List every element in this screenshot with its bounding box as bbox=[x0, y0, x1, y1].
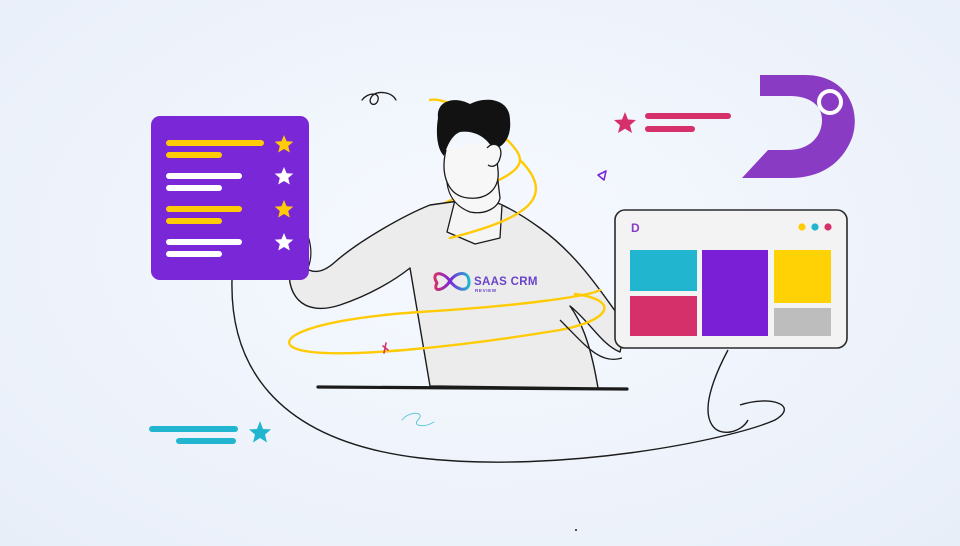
dot-decoration bbox=[575, 529, 577, 531]
swirl-front bbox=[288, 158, 606, 355]
window-dot-pink[interactable] bbox=[824, 223, 832, 231]
rating-row-1 bbox=[166, 140, 264, 158]
tile-cyan bbox=[630, 250, 697, 291]
pink-line-1 bbox=[645, 113, 731, 119]
star-icon bbox=[614, 112, 636, 133]
star-icon bbox=[274, 200, 294, 218]
window-dot-cyan[interactable] bbox=[811, 223, 819, 231]
tile-gray bbox=[774, 308, 831, 336]
star-icon bbox=[274, 135, 294, 153]
star-icon bbox=[249, 421, 271, 443]
star-icon bbox=[274, 233, 294, 251]
plus-icon bbox=[382, 342, 389, 354]
rating-row-3 bbox=[166, 206, 242, 224]
person-hair bbox=[436, 99, 511, 156]
d-logo-icon bbox=[742, 75, 855, 178]
rating-card bbox=[151, 116, 309, 280]
tile-pink bbox=[630, 296, 697, 336]
arm-line bbox=[559, 319, 623, 360]
shirt-brand-logo: SAAS CRM REVIEW bbox=[433, 272, 538, 293]
star-icon bbox=[274, 167, 294, 185]
brand-tagline: REVIEW bbox=[475, 288, 497, 293]
cable-line bbox=[231, 279, 785, 463]
dashboard-cable bbox=[707, 349, 749, 433]
triangle-icon bbox=[597, 170, 607, 181]
dashboard-window: D bbox=[614, 209, 848, 349]
table-edge bbox=[316, 385, 629, 391]
cyan-line-2 bbox=[176, 438, 236, 444]
rating-row-2 bbox=[166, 173, 242, 191]
tile-gold bbox=[774, 250, 831, 303]
person-ear bbox=[486, 143, 502, 167]
tile-purple bbox=[702, 250, 768, 336]
scribble-icon bbox=[361, 91, 397, 105]
rating-row-4 bbox=[166, 239, 242, 257]
window-logo-icon: D bbox=[631, 221, 640, 235]
scribble-icon bbox=[401, 412, 435, 427]
window-dot-yellow[interactable] bbox=[798, 223, 806, 231]
infinity-logo-icon bbox=[433, 272, 471, 291]
cyan-line-1 bbox=[149, 426, 238, 432]
person-shirt bbox=[288, 197, 627, 389]
brand-name: SAAS CRM bbox=[474, 276, 538, 288]
pink-line-2 bbox=[645, 126, 695, 132]
